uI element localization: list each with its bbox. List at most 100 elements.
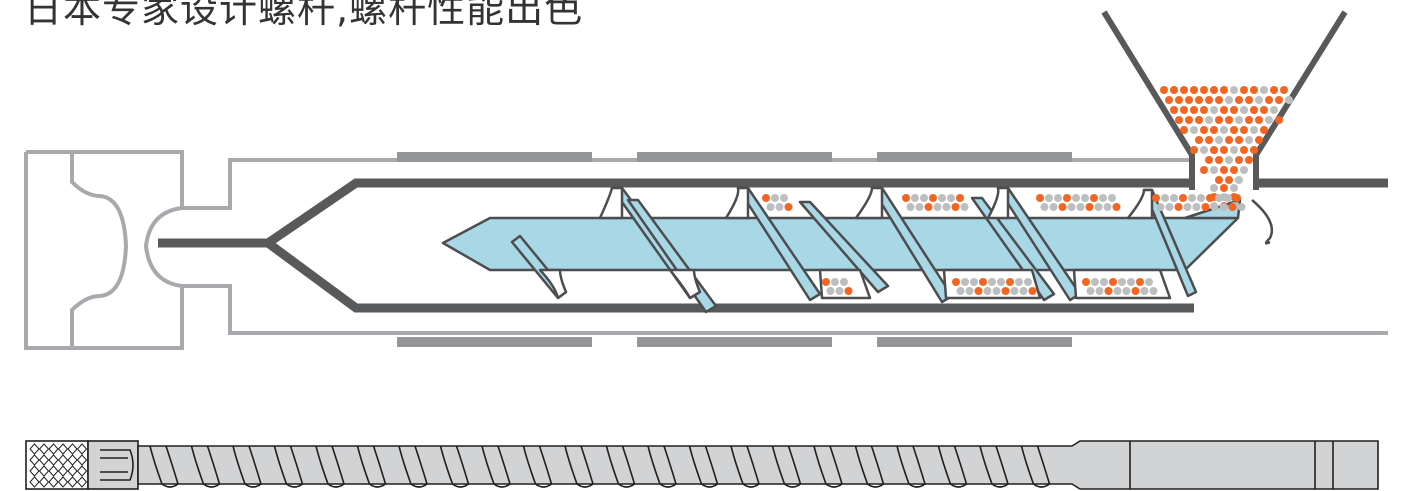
pellet [1235, 156, 1243, 164]
pellet [924, 203, 933, 211]
screw-flights [149, 445, 1051, 488]
pellet [1275, 96, 1283, 104]
pellet [1225, 136, 1233, 144]
pellet [906, 203, 915, 211]
pellet [835, 287, 844, 295]
pellet [1210, 184, 1218, 192]
pellet [1175, 96, 1183, 104]
pellet [1210, 126, 1218, 134]
screw-flight [730, 445, 760, 488]
pellet [1122, 287, 1131, 295]
pellet [1067, 203, 1076, 211]
pellet [762, 194, 770, 202]
pellet [1245, 96, 1253, 104]
pellet [1215, 96, 1223, 104]
pellet [1240, 106, 1248, 114]
screw-knurl [29, 443, 88, 488]
pellet [1255, 136, 1263, 144]
knurl-cell [76, 443, 88, 455]
screw-flight [647, 445, 677, 488]
pellet [915, 203, 924, 211]
pellets [762, 86, 1293, 295]
pellet [1136, 278, 1144, 286]
pellet [1215, 116, 1223, 124]
pellet [1230, 86, 1238, 94]
pellet [1081, 194, 1089, 202]
heater-band [877, 337, 1072, 347]
pellet [1086, 287, 1095, 295]
pellet [775, 203, 784, 211]
pellet [1118, 278, 1126, 286]
pellet [1170, 194, 1178, 202]
pellet [1250, 86, 1258, 94]
pellet [1220, 106, 1228, 114]
pellet [1215, 156, 1223, 164]
pellet [1225, 116, 1233, 124]
pellet [988, 278, 996, 286]
pellet [1275, 116, 1283, 124]
pellet [1160, 86, 1168, 94]
pellet [942, 203, 951, 211]
heater-band [877, 152, 1072, 162]
pellet [1245, 156, 1253, 164]
pellet [902, 194, 910, 202]
pellet [1085, 203, 1094, 211]
pellet [1265, 96, 1273, 104]
pellet [929, 194, 937, 202]
screw-flight [813, 445, 843, 488]
pellet [1240, 86, 1248, 94]
pellet [1112, 203, 1121, 211]
pellet [1054, 194, 1062, 202]
pellet [1180, 126, 1188, 134]
hopper-icon [1101, 10, 1348, 190]
pellet [1255, 96, 1263, 104]
pellet [1183, 203, 1192, 211]
pellet [1235, 136, 1243, 144]
pellet [1200, 166, 1208, 174]
pellet [1024, 278, 1032, 286]
pellet [1170, 86, 1178, 94]
pellet [1230, 184, 1238, 192]
pellet [1220, 184, 1228, 192]
pellet [822, 278, 830, 286]
heater-band [397, 337, 592, 347]
screw-icon [25, 440, 1379, 490]
pellet [1149, 287, 1158, 295]
pellet [1076, 203, 1085, 211]
screw-flight [854, 445, 885, 488]
pellet [979, 278, 987, 286]
pellet [1190, 86, 1198, 94]
pellet [983, 287, 992, 295]
pellet [1036, 194, 1044, 202]
pellet [1001, 287, 1010, 295]
pellet [1145, 278, 1153, 286]
pellet [1045, 194, 1053, 202]
pellet [1220, 86, 1228, 94]
pellet [1180, 86, 1188, 94]
pellet [1170, 106, 1178, 114]
pellet [1205, 136, 1213, 144]
pellet [1197, 194, 1205, 202]
pellet [911, 194, 919, 202]
screw-coupler [87, 440, 139, 490]
pellet [826, 287, 835, 295]
pellet [1206, 194, 1214, 202]
pellet [1131, 287, 1140, 295]
pellet [956, 194, 964, 202]
pellet [1225, 176, 1233, 184]
pellet [1265, 116, 1273, 124]
screw-flight [688, 445, 719, 488]
pellet [1220, 146, 1228, 154]
pellet [1100, 278, 1108, 286]
pellet [1250, 126, 1258, 134]
pellet [1127, 278, 1135, 286]
pellet [960, 203, 969, 211]
pellet [1270, 86, 1278, 94]
pellet [766, 203, 775, 211]
pellet [780, 194, 788, 202]
pellet [1205, 116, 1213, 124]
pellet [952, 278, 960, 286]
heater-bands [397, 152, 1072, 347]
pellet [1185, 96, 1193, 104]
pellet [1205, 96, 1213, 104]
